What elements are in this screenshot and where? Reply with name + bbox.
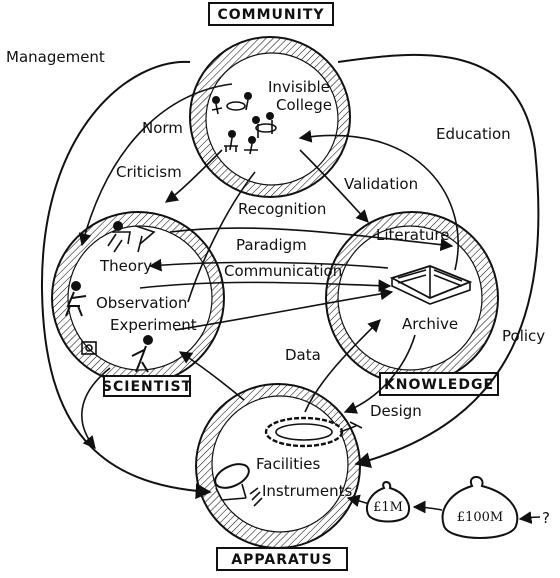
knowledge-box: KNOWLEDGE [379,372,499,396]
knowledge-circle [325,211,499,385]
facilities-ring-illustration [264,416,363,448]
scientist-box: SCIENTIST [102,375,192,397]
scientist-to-apparatus-arrow [81,367,111,449]
observation-arrow [174,287,394,331]
question-mark-label: ? [542,509,550,527]
large-money-bag-icon: £100M [441,476,519,539]
observation-label: Observation [96,294,187,312]
theory-arrow [148,258,389,272]
theory-label: Theory [99,257,152,275]
instruments-label: Instruments [262,482,353,500]
education-label: Education [436,125,511,143]
data-label: Data [285,346,321,364]
data-arrow [304,319,381,413]
validation-arrow [299,149,369,223]
observation-scientist-illustration [65,281,87,317]
norm-arrow [78,83,233,247]
invisible-label: Invisible [268,78,330,96]
large-bag-label: £100M [457,510,503,525]
scientist-circle [51,211,225,385]
theory-scientist-illustration [107,221,156,253]
education-arrow [298,129,459,271]
paradigm-label: Paradigm [236,236,307,254]
criticism-label: Criticism [116,163,182,181]
scientist-title: SCIENTIST [102,379,192,395]
recognition-line [187,171,256,303]
design-label: Design [370,402,422,420]
small-money-bag-icon: £1M [366,481,410,523]
experiment-scientist-illustration [81,335,153,373]
paradigm-arrow [169,227,454,252]
experiment-label: Experiment [110,316,197,334]
knowledge-title: KNOWLEDGE [384,377,494,393]
policy-arrow [337,53,540,468]
literature-label: Literature [376,226,449,244]
recognition-label: Recognition [238,200,326,218]
management-arrow [40,60,212,500]
facilities-label: Facilities [256,455,320,473]
management-label: Management [6,48,105,66]
policy-label: Policy [502,327,545,345]
norm-label: Norm [142,119,183,137]
apparatus-box: APPARATUS [216,547,348,571]
apparatus-title: APPARATUS [231,552,332,568]
small-bag-label: £1M [373,500,403,515]
community-title: COMMUNITY [217,7,324,23]
apparatus-to-scientist-arrow [178,351,245,401]
validation-label: Validation [344,175,418,193]
invisible-college-people-illustration [211,92,277,155]
community-box: COMMUNITY [208,2,334,26]
criticism-arrow [164,149,223,203]
college-label: College [276,96,332,114]
communication-label: Communication [224,262,342,280]
telescope-illustration [214,463,263,507]
book-icon [389,265,473,305]
large-bag-arrow [412,500,443,514]
question-arrow [518,511,541,524]
communication-arrow [139,279,392,293]
design-arrow [343,334,416,414]
archive-label: Archive [402,315,458,333]
